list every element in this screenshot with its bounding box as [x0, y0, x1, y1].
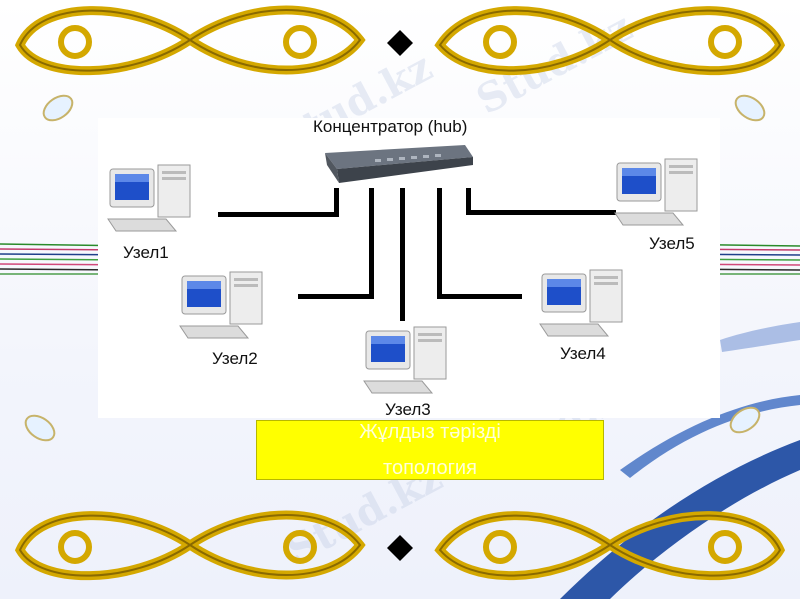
computer-icon	[539, 269, 623, 337]
caption-line1: Жұлдыз тәрізді	[359, 421, 501, 443]
wire-node1	[218, 212, 338, 217]
node-label: Узел4	[560, 344, 606, 363]
wire-node4-vertical	[437, 188, 442, 299]
wire-node5-vertical	[466, 188, 471, 215]
caption-line2: топология	[383, 457, 477, 479]
node-label: Узел1	[123, 243, 169, 262]
hub-label: Концентратор (hub)	[313, 117, 468, 136]
node-label: Узел3	[385, 400, 431, 419]
node-label: Узел5	[649, 234, 695, 253]
computer-icon	[614, 158, 698, 226]
leaf-decoration-icon	[42, 94, 74, 122]
wire-node4	[437, 294, 522, 299]
leaf-decoration-icon	[729, 406, 761, 434]
topology-caption-box: Жұлдыз тәрізді топология	[256, 420, 604, 480]
wire-node3-vertical	[400, 188, 405, 321]
node-label: Узел2	[212, 349, 258, 368]
leaf-decoration-icon	[24, 414, 56, 442]
wire-node1-vertical	[334, 188, 339, 217]
bottom-gold-ornament	[14, 510, 786, 581]
computer-icon	[107, 164, 191, 232]
wire-node2-vertical	[369, 188, 374, 299]
hub-device-icon	[325, 145, 473, 183]
wire-node2	[298, 294, 374, 299]
computer-icon	[179, 271, 263, 339]
leaf-decoration-icon	[734, 94, 766, 122]
wire-node5	[466, 210, 616, 215]
top-gold-ornament	[14, 5, 786, 76]
computer-icon	[363, 326, 447, 394]
